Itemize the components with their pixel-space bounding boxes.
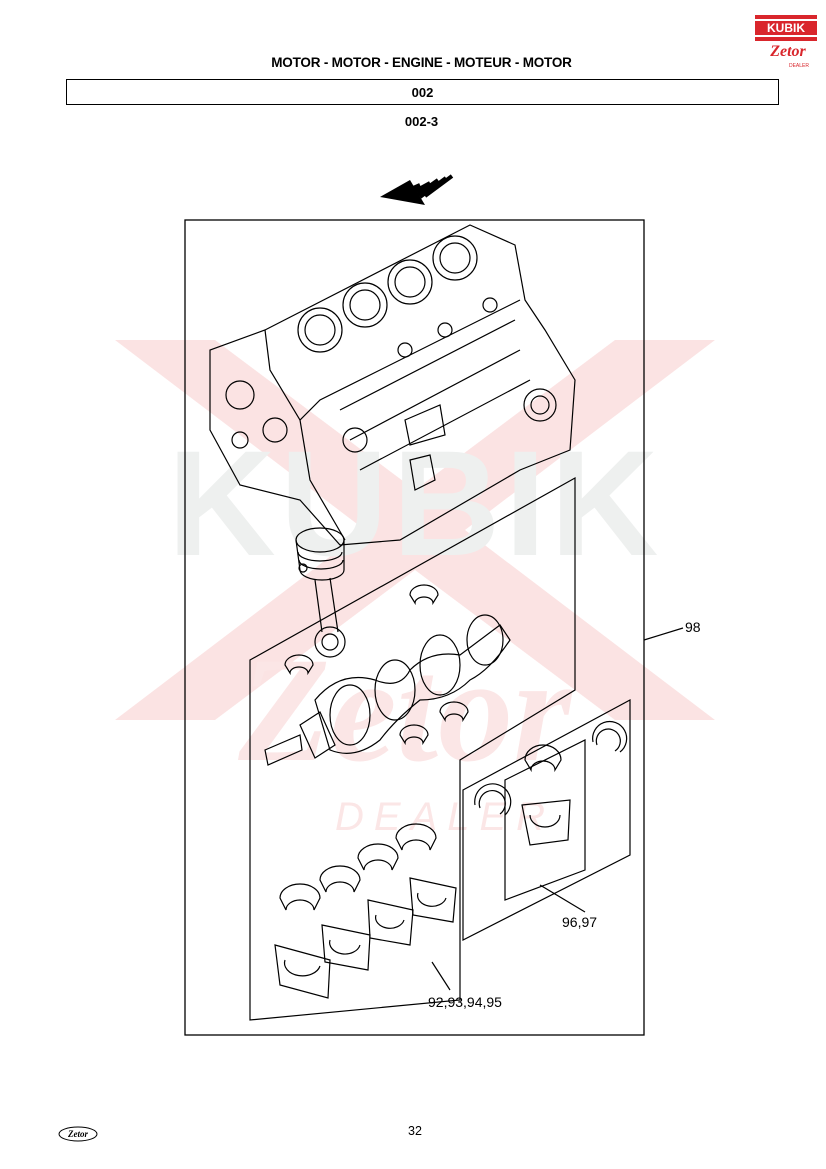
kit-96-97-outer-frame	[462, 698, 631, 941]
kit-98-leader	[643, 627, 684, 641]
crankshaft	[264, 614, 511, 766]
kit-92-95-leader	[431, 961, 451, 991]
section-code-box: 002	[66, 79, 779, 105]
piston-connecting-rod	[295, 527, 346, 658]
bearing-caps	[274, 877, 457, 999]
kit-92-95-frame	[249, 476, 576, 1021]
direction-arrow-icon	[380, 174, 454, 205]
bearing-shells-lower	[279, 823, 437, 911]
thrust-bearings	[521, 744, 571, 846]
subsection-code: 002-3	[404, 114, 439, 129]
callout-98: 98	[685, 619, 701, 635]
svg-text:KUBIK: KUBIK	[767, 21, 805, 35]
callout-92-95: 92,93,94,95	[428, 994, 502, 1010]
engine-block	[209, 224, 576, 546]
zetor-footer-logo: Zetor	[58, 1126, 98, 1142]
thrust-washers	[474, 720, 628, 816]
engine-parts-diagram	[184, 174, 684, 1036]
svg-text:Zetor: Zetor	[769, 43, 806, 60]
kit-96-97-inner-frame	[504, 739, 586, 901]
page-title: MOTOR - MOTOR - ENGINE - MOTEUR - MOTOR	[271, 55, 572, 70]
bearing-shells-upper	[284, 584, 469, 746]
kubik-zetor-logo: KUBIK Zetor DEALER	[755, 15, 817, 69]
svg-text:Zetor: Zetor	[67, 1129, 88, 1139]
kit-96-97-leader	[539, 884, 586, 913]
kit-98-frame	[184, 219, 645, 1036]
callout-96-97: 96,97	[562, 914, 598, 930]
svg-text:DEALER: DEALER	[789, 63, 809, 69]
page-number: 32	[408, 1124, 422, 1138]
section-code: 002	[411, 84, 434, 100]
